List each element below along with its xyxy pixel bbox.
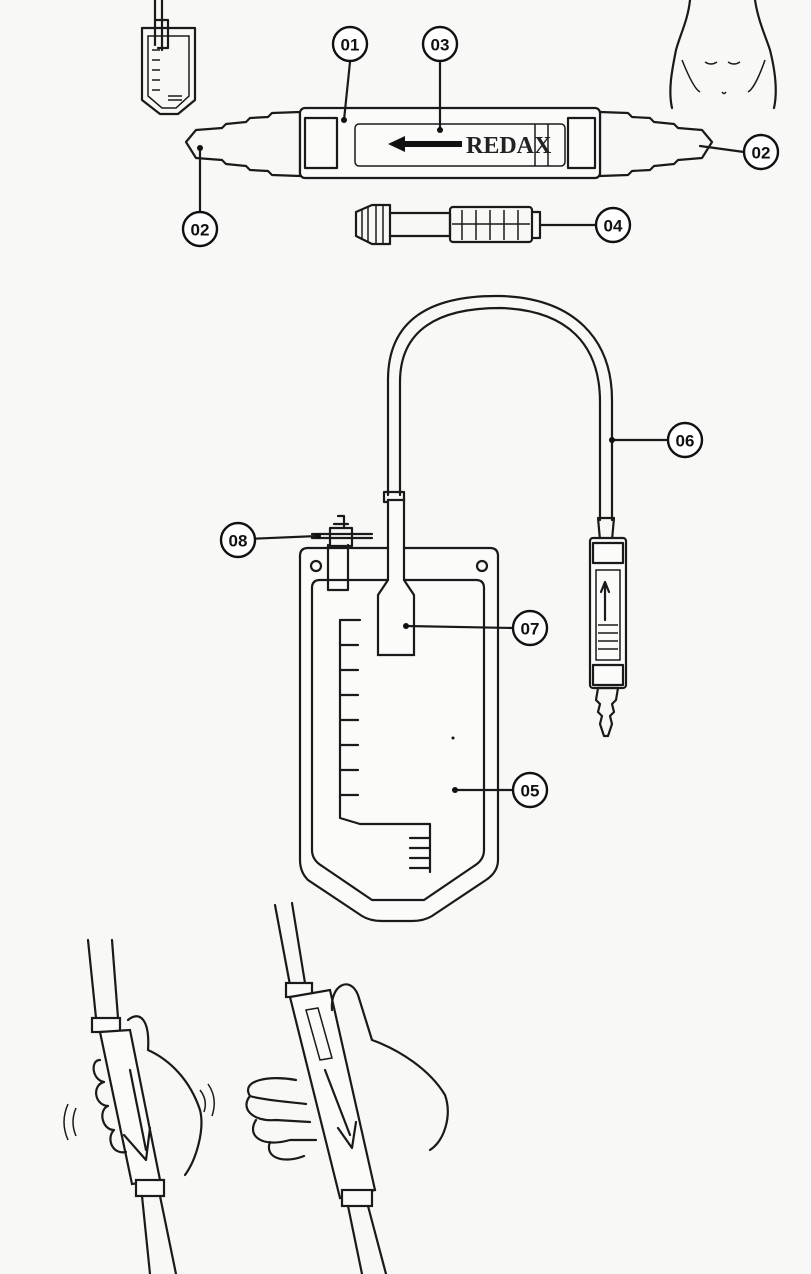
valve-window [354,123,566,167]
connector-01: REDAX [184,106,714,180]
callout-label-03: 03 [431,36,450,55]
callout-label-05: 05 [521,782,540,801]
up-arrow-icon [599,580,611,622]
hand-squeeze-illustration-left [63,938,215,1274]
callout-06: 06 [666,421,704,459]
callout-04: 04 [594,206,632,244]
callout-07: 07 [511,609,549,647]
callout-label-04: 04 [604,217,623,236]
collection-bag-05 [298,498,500,923]
torso-icon [669,0,777,110]
right-tapered-tip [598,110,714,178]
drain-tube-06 [382,294,616,542]
callout-leaders [197,60,746,793]
drain-valve-08 [310,514,374,548]
callout-02-left: 02 [181,210,219,248]
callout-label-07: 07 [521,620,540,639]
mini-bag-icon [140,0,197,116]
brand-label: REDAX [466,133,552,159]
callout-label-06: 06 [676,432,695,451]
callout-02-right: 02 [742,133,780,171]
down-arrow-icon [323,1068,358,1150]
callout-label-01: 01 [341,36,360,55]
inline-pump [588,536,628,738]
hand-squeeze-illustration-right [245,901,449,1274]
callout-08: 08 [219,521,257,559]
callout-label-02-left: 02 [191,221,210,240]
callout-05: 05 [511,771,549,809]
inlet-07 [376,498,416,657]
down-arrow-icon [122,1068,152,1162]
cap-component-04 [354,203,542,246]
callout-label-02-right: 02 [752,144,771,163]
callout-label-08: 08 [229,532,248,551]
flow-arrow-icon [388,136,462,152]
callout-01: 01 [331,25,369,63]
left-tapered-tip [184,110,302,178]
callout-03: 03 [421,25,459,63]
